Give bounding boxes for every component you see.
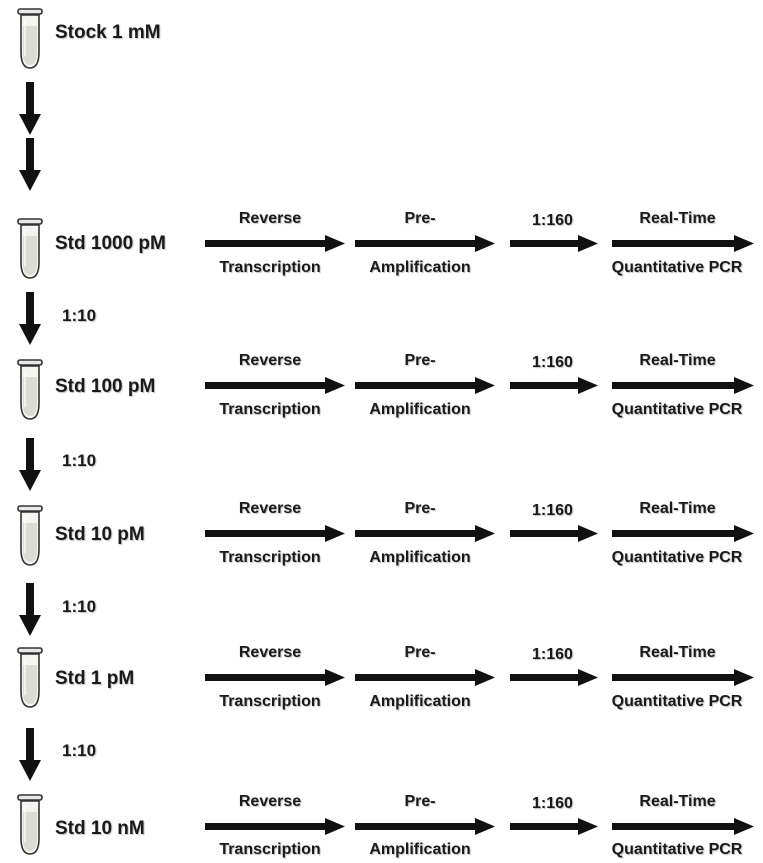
reverse-label: Reverse: [238, 793, 302, 810]
realtime-label: Real-Time: [639, 500, 716, 517]
right-arrow-icon: [612, 377, 754, 394]
right-arrow-icon: [205, 669, 345, 686]
right-arrow-icon: [612, 525, 754, 542]
reverse-label: Reverse: [238, 352, 302, 369]
dilution-label: 1:10: [62, 306, 97, 325]
dilution-160-label: 1:160: [532, 354, 573, 371]
right-arrow-icon: [612, 235, 754, 252]
down-arrow-icon: [18, 138, 42, 197]
right-arrow-icon: [612, 669, 754, 686]
right-arrow-icon: [205, 377, 345, 394]
dilution-160-label: 1:160: [532, 795, 573, 812]
stock-tube-icon: [17, 8, 43, 69]
dilution-160-label: 1:160: [532, 502, 573, 519]
std-tube-icon: [17, 647, 43, 708]
pre-label: Pre-: [404, 644, 436, 661]
realtime-label: Real-Time: [639, 352, 716, 369]
pre-label: Pre-: [404, 793, 436, 810]
right-arrow-icon: [510, 525, 598, 542]
right-arrow-icon: [510, 235, 598, 252]
right-arrow-icon: [355, 669, 495, 686]
reverse-label: Reverse: [238, 644, 302, 661]
transcription-label: Transcription: [219, 841, 321, 858]
standard-label: Std 1000 pM: [55, 233, 166, 254]
right-arrow-icon: [205, 525, 345, 542]
dilution-label: 1:10: [62, 597, 97, 616]
standard-label: Std 1 pM: [55, 668, 135, 689]
transcription-label: Transcription: [219, 401, 321, 418]
standard-label: Std 10 pM: [55, 524, 145, 545]
right-arrow-icon: [510, 377, 598, 394]
quantitative-pcr-label: Quantitative PCR: [611, 841, 743, 858]
down-arrow-icon: [18, 438, 42, 497]
transcription-label: Transcription: [219, 693, 321, 710]
pre-label: Pre-: [404, 210, 436, 227]
reverse-label: Reverse: [238, 500, 302, 517]
std-tube-icon: [17, 794, 43, 855]
dilution-160-label: 1:160: [532, 212, 573, 229]
realtime-label: Real-Time: [639, 644, 716, 661]
amplification-label: Amplification: [369, 841, 471, 858]
down-arrow-icon: [18, 728, 42, 787]
down-arrow-icon: [18, 583, 42, 642]
pre-label: Pre-: [404, 352, 436, 369]
std-tube-icon: [17, 359, 43, 420]
realtime-label: Real-Time: [639, 210, 716, 227]
quantitative-pcr-label: Quantitative PCR: [611, 259, 743, 276]
quantitative-pcr-label: Quantitative PCR: [611, 549, 743, 566]
right-arrow-icon: [510, 818, 598, 835]
standard-label: Std 10 nM: [55, 818, 145, 839]
right-arrow-icon: [355, 377, 495, 394]
realtime-label: Real-Time: [639, 793, 716, 810]
dilution-label: 1:10: [62, 741, 97, 760]
right-arrow-icon: [355, 235, 495, 252]
amplification-label: Amplification: [369, 259, 471, 276]
amplification-label: Amplification: [369, 693, 471, 710]
reverse-label: Reverse: [238, 210, 302, 227]
dilution-160-label: 1:160: [532, 646, 573, 663]
quantitative-pcr-label: Quantitative PCR: [611, 693, 743, 710]
right-arrow-icon: [355, 818, 495, 835]
amplification-label: Amplification: [369, 549, 471, 566]
stock-label: Stock 1 mM: [55, 22, 161, 43]
right-arrow-icon: [205, 235, 345, 252]
transcription-label: Transcription: [219, 259, 321, 276]
right-arrow-icon: [612, 818, 754, 835]
amplification-label: Amplification: [369, 401, 471, 418]
right-arrow-icon: [205, 818, 345, 835]
std-tube-icon: [17, 505, 43, 566]
right-arrow-icon: [510, 669, 598, 686]
right-arrow-icon: [355, 525, 495, 542]
transcription-label: Transcription: [219, 549, 321, 566]
std-tube-icon: [17, 218, 43, 279]
down-arrow-icon: [18, 292, 42, 351]
pre-label: Pre-: [404, 500, 436, 517]
quantitative-pcr-label: Quantitative PCR: [611, 401, 743, 418]
standard-label: Std 100 pM: [55, 376, 156, 397]
down-arrow-icon: [18, 82, 42, 141]
dilution-label: 1:10: [62, 451, 97, 470]
